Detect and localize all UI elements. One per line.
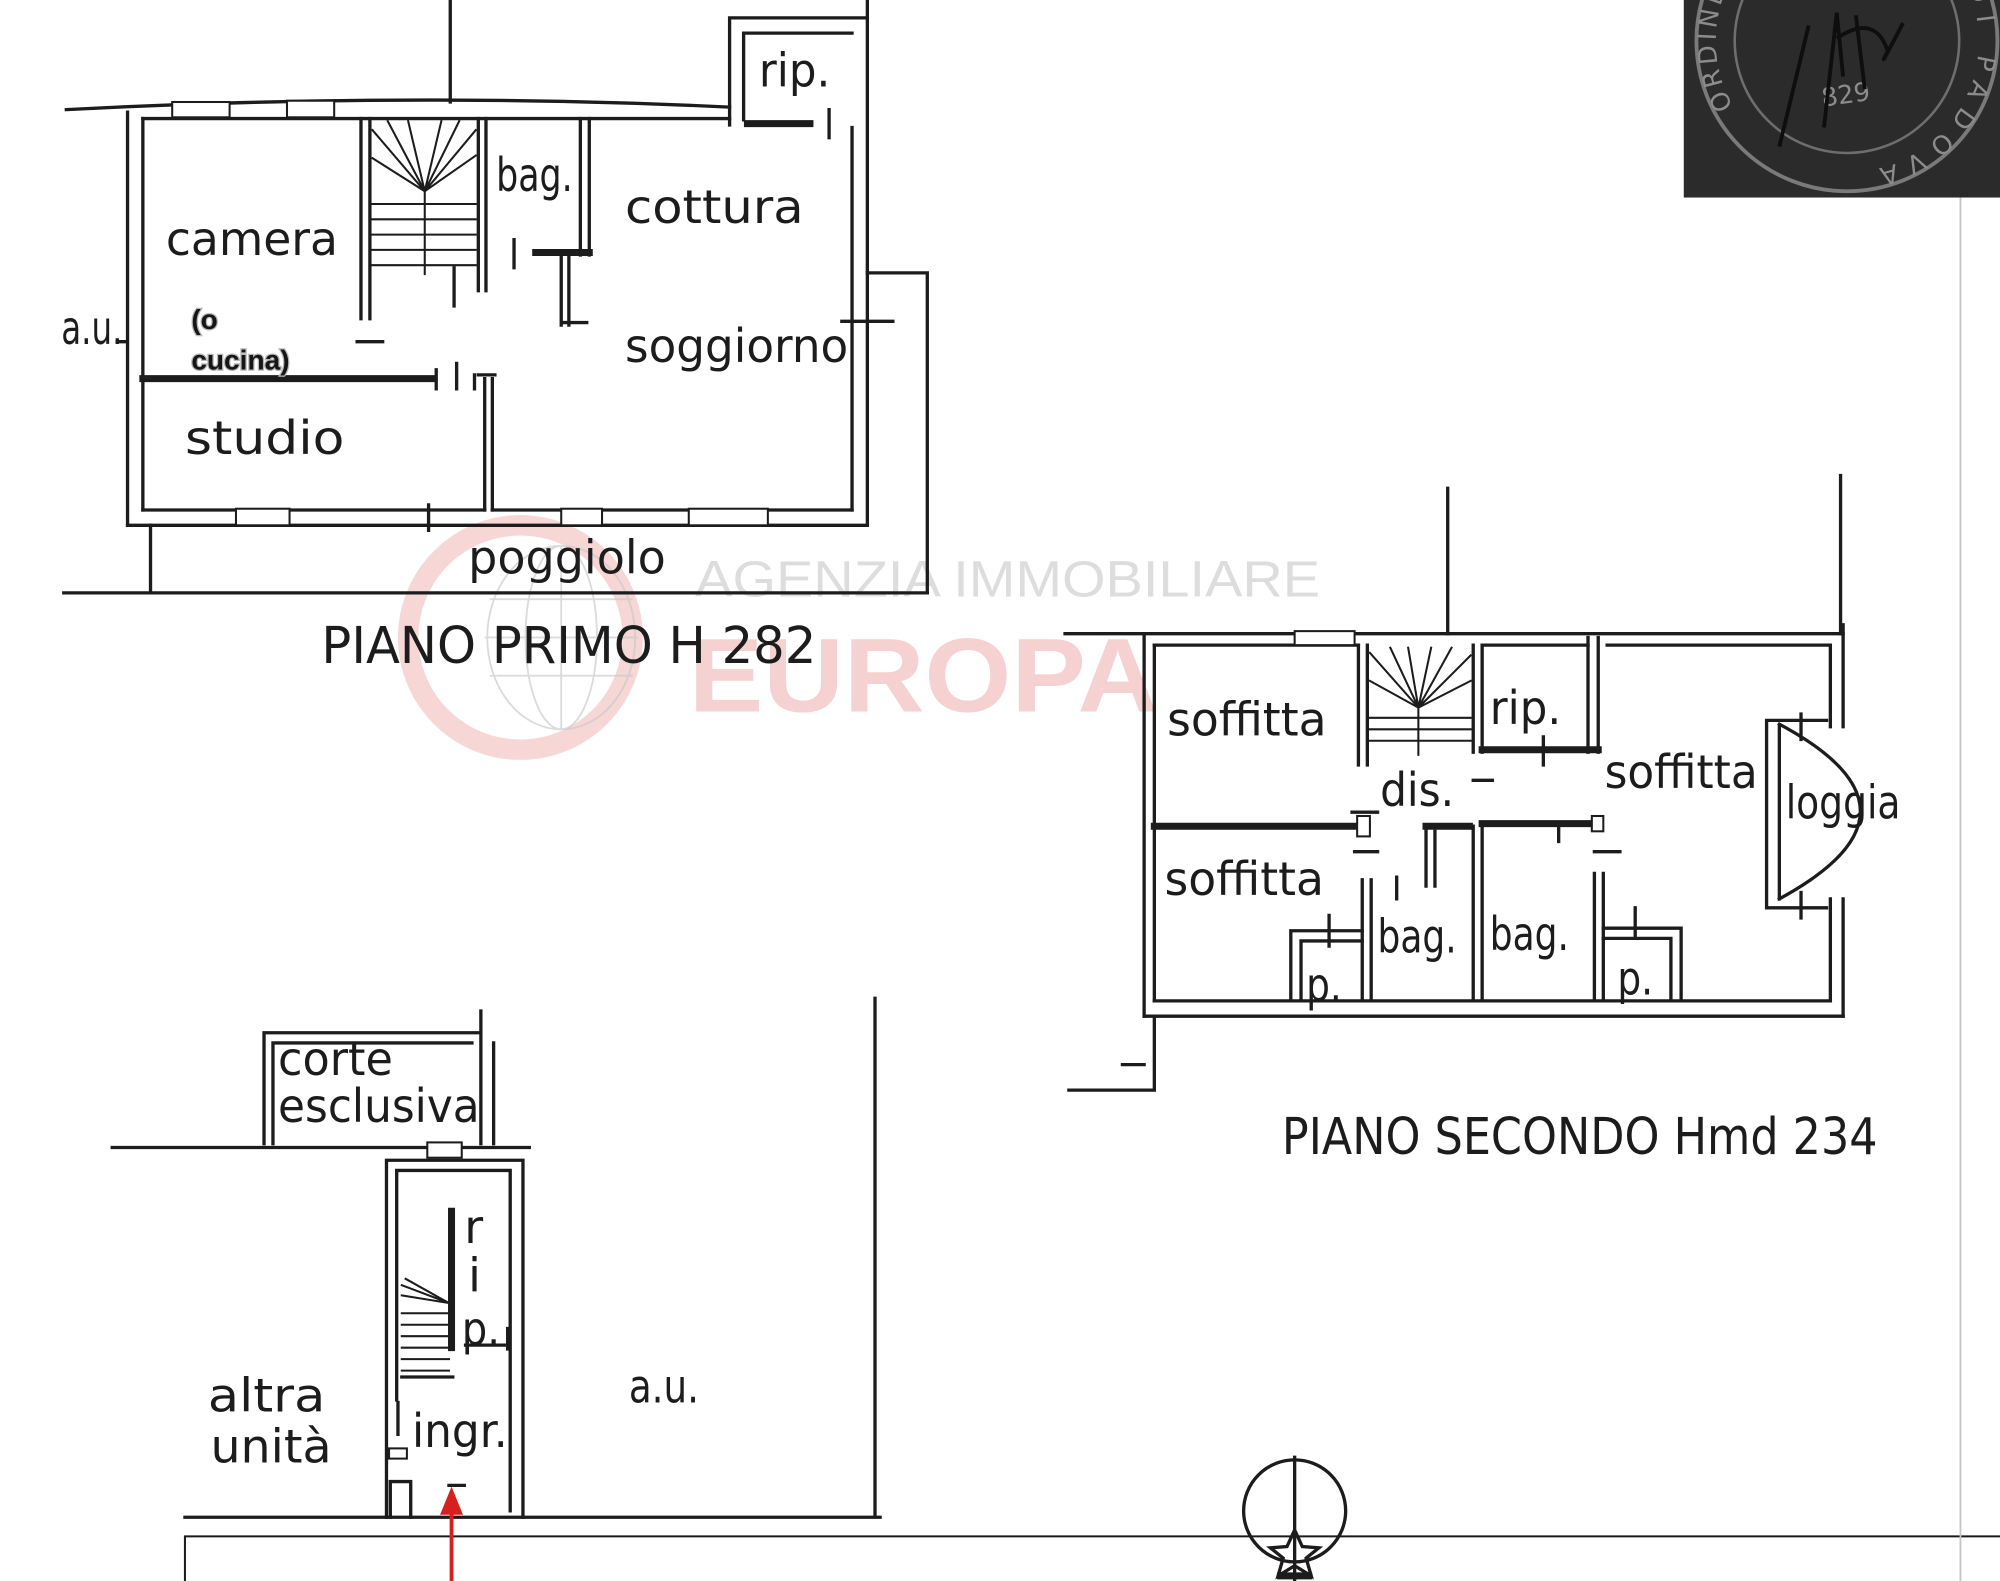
- stair-treads: [400, 1277, 451, 1372]
- stair-walls: [1356, 643, 1484, 767]
- room-label-bag-left: bag.: [1378, 909, 1457, 963]
- room-label-p-right: p.: [1617, 952, 1653, 1006]
- label-corte-line-1: corte: [278, 1032, 393, 1086]
- closet-left-walls: [1289, 913, 1364, 1003]
- room-label-p-left: p.: [1306, 958, 1342, 1012]
- window: [426, 1141, 463, 1159]
- north-arrow-icon: [1241, 1455, 1348, 1581]
- window: [285, 99, 336, 119]
- label-altra-line-1: altra: [208, 1368, 325, 1422]
- stair-treads: [371, 119, 478, 276]
- right-annex-line: [840, 271, 929, 595]
- room-label-studio: studio: [185, 411, 344, 465]
- floor-title-second: PIANO SECONDO Hmd 234: [1282, 1108, 1878, 1167]
- bottom-wall: [1142, 999, 1845, 1018]
- signature-strokes: [1777, 12, 1905, 148]
- window: [1293, 630, 1356, 647]
- balcony-lines: [62, 503, 929, 595]
- room-label-soffitta-top-left: soffitta: [1167, 693, 1326, 747]
- room-label-dis: dis.: [1380, 763, 1454, 817]
- window: [560, 507, 604, 527]
- door-marks: [1350, 778, 1622, 901]
- closet-marks: [463, 1326, 510, 1351]
- bathroom-walls: [559, 116, 591, 327]
- outer-top-wall: [64, 98, 732, 112]
- interior-wall: [476, 373, 497, 512]
- room-label-soffitta-right: soffitta: [1605, 745, 1758, 799]
- room-label-ingr: ingr.: [412, 1404, 508, 1458]
- corridor-wall-top: [1422, 820, 1601, 830]
- watermark: AGENZIA IMMOBILIARE EUROPA: [397, 515, 1320, 760]
- reference-lines: [1446, 473, 1843, 636]
- note-line-1: (o: [191, 304, 217, 335]
- room-label-rip: rip.: [759, 44, 830, 98]
- label-altra-line-2: unità: [210, 1419, 331, 1473]
- wall-end-mark: [388, 1447, 408, 1460]
- stair-walls: [359, 116, 488, 321]
- label-corte-line-2: esclusiva: [278, 1079, 480, 1133]
- ground-floor-plan: corte esclusiva r i p. altra unità a.u. …: [110, 996, 2000, 1581]
- room-label-camera: camera: [166, 212, 338, 266]
- corridor-walls: [384, 1158, 525, 1519]
- room-label-soffitta-bottom-left: soffitta: [1165, 852, 1324, 906]
- loggia-walls: [1764, 712, 1862, 920]
- label-au: a.u.: [61, 301, 122, 355]
- room-label-bag-right: bag.: [1490, 907, 1569, 961]
- door-marks: [396, 1400, 466, 1488]
- room-label-soggiorno: soggiorno: [625, 319, 848, 373]
- room-label-rip: rip.: [1490, 681, 1561, 735]
- label-rip-letter-2: i: [468, 1249, 481, 1303]
- entrance-jamb: [388, 1479, 413, 1519]
- door-mark: [452, 238, 516, 308]
- room-label-bag: bag.: [496, 148, 573, 202]
- right-wall: [1828, 623, 1845, 1018]
- first-floor-plan: rip. bag. cottura camera a.u. (o cucina)…: [61, 0, 929, 676]
- boundary-line: [183, 996, 882, 1519]
- watermark-globe-icon: [484, 544, 638, 731]
- room-label-loggia: loggia: [1786, 776, 1901, 830]
- room-label-cottura: cottura: [625, 180, 804, 234]
- stair-treads: [1368, 646, 1473, 756]
- street-line: [183, 1535, 2000, 1581]
- second-floor-plan: soffitta rip. dis. soffitta loggia soffi…: [1063, 473, 1901, 1167]
- watermark-agency-text: AGENZIA IMMOBILIARE: [695, 551, 1320, 608]
- label-au: a.u.: [629, 1360, 699, 1414]
- watermark-name-text: EUROPA: [689, 617, 1158, 734]
- window: [171, 100, 231, 119]
- floor-title-first: PIANO PRIMO H 282: [321, 617, 816, 676]
- left-wall: [115, 110, 145, 527]
- entrance-arrow-icon: [440, 1486, 464, 1581]
- stamp-inner-ring: [1733, 0, 1961, 155]
- corridor-walls: [1424, 824, 1437, 888]
- right-wall: [850, 0, 870, 527]
- rip-room-walls: [727, 16, 870, 127]
- window: [687, 507, 769, 527]
- courtyard-box: [262, 1009, 496, 1146]
- door-marks: [355, 340, 477, 391]
- window: [234, 507, 291, 527]
- note-line-2: cucina): [191, 345, 289, 376]
- label-poggiolo: poggiolo: [468, 531, 666, 585]
- label-rip-letter-3: p.: [462, 1302, 500, 1356]
- wall-end-mark: [1356, 814, 1371, 838]
- wall-end-mark: [1590, 814, 1605, 833]
- professional-stamp: ORDINE DI PADOVA 829: [1683, 0, 2000, 198]
- closet-right-walls: [1601, 906, 1683, 1003]
- lower-left-lines: [1067, 1014, 1156, 1092]
- label-rip-letter-1: r: [464, 1200, 483, 1254]
- stamp-outer-ring: [1694, 0, 2000, 194]
